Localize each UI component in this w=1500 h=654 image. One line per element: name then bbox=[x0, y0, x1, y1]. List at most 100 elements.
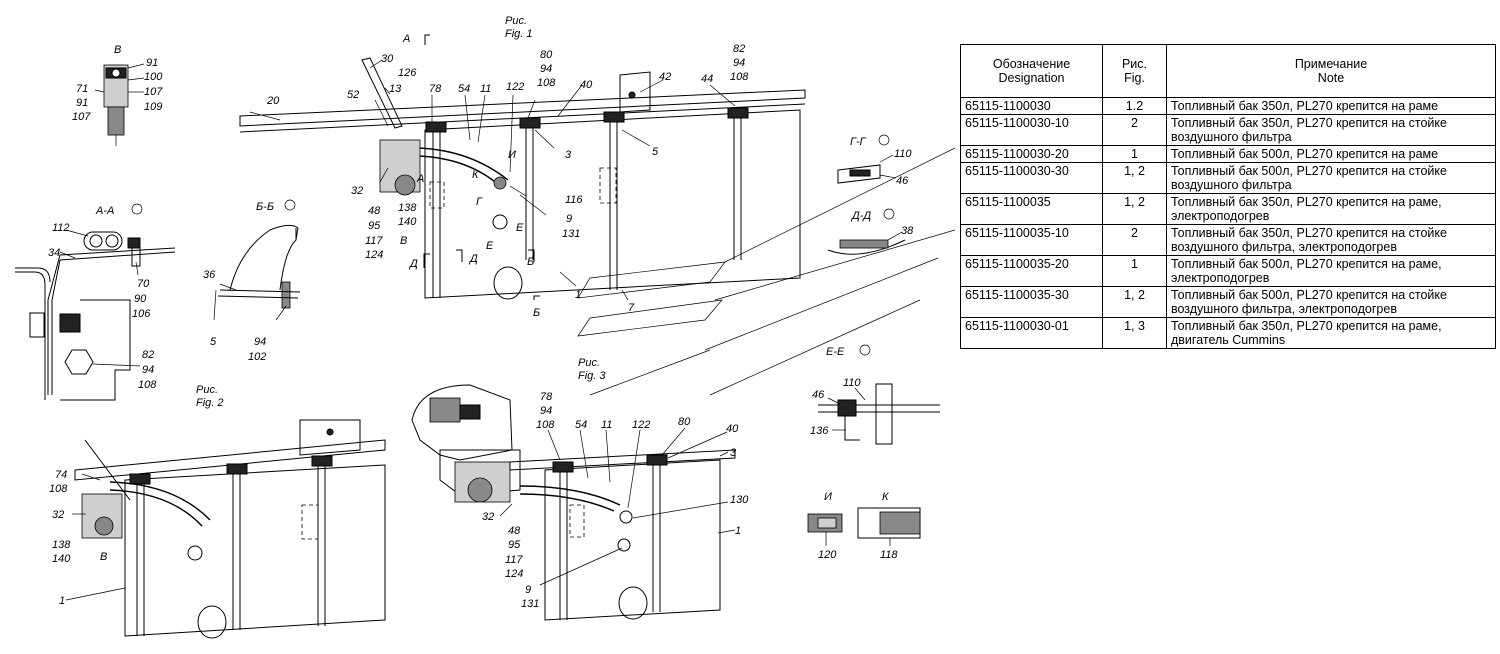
callout: 74 bbox=[55, 469, 67, 481]
fig2-label-ru: Рис. bbox=[196, 384, 218, 396]
callout: Г bbox=[476, 196, 483, 208]
table-row: 65115-1100035-20 1 Топливный бак 500л, P… bbox=[960, 255, 1496, 287]
frame-rail bbox=[239, 89, 806, 127]
cell-note: Топливный бак 350л, PL270 крепится на ра… bbox=[1166, 193, 1496, 225]
cell-fig: 1.2 bbox=[1102, 97, 1167, 115]
view-b: В 91 100 107 109 71 91 107 bbox=[72, 44, 163, 146]
callout: 78 bbox=[429, 83, 442, 95]
callout: 106 bbox=[132, 308, 151, 320]
cell-note: Топливный бак 350л, PL270 крепится на ст… bbox=[1166, 114, 1496, 146]
table-row: 65115-1100035-10 2 Топливный бак 350л, P… bbox=[960, 224, 1496, 256]
fig3-label-ru: Рис. bbox=[578, 357, 600, 369]
engine bbox=[411, 384, 513, 461]
callout: 124 bbox=[365, 249, 383, 261]
callout: 36 bbox=[203, 269, 216, 281]
fig2-label-en: Fig. 2 bbox=[196, 397, 224, 409]
view-g-g: Г-Г 110 46 bbox=[837, 134, 912, 187]
callout: Д bbox=[408, 258, 418, 270]
callout: 13 bbox=[389, 83, 402, 95]
callout: 54 bbox=[575, 419, 587, 431]
callout: 95 bbox=[508, 539, 521, 551]
callout: 140 bbox=[52, 553, 71, 565]
view-bb-label: Б-Б bbox=[256, 201, 274, 213]
table-row: 65115-1100030-01 1, 3 Топливный бак 350л… bbox=[960, 317, 1496, 349]
callout: 138 bbox=[52, 539, 71, 551]
view-gg-label: Г-Г bbox=[850, 136, 867, 148]
technical-drawing: В 91 100 107 109 71 91 107 А-А bbox=[15, 15, 955, 639]
figure-1: Рис. Fig. 1 bbox=[239, 15, 806, 337]
callout: 91 bbox=[146, 57, 158, 69]
callout: 94 bbox=[254, 336, 266, 348]
callout: 138 bbox=[398, 202, 417, 214]
cell-designation: 65115-1100030 bbox=[960, 97, 1103, 115]
cell-fig: 1 bbox=[1102, 145, 1167, 163]
callout: И bbox=[508, 149, 516, 161]
callout: 102 bbox=[248, 351, 266, 363]
callout: 116 bbox=[565, 194, 583, 206]
callout: 110 bbox=[894, 148, 912, 160]
table-row: 65115-1100030-20 1 Топливный бак 500л, P… bbox=[960, 145, 1496, 163]
callout: 7 bbox=[628, 302, 635, 314]
cell-designation: 65115-1100035-30 bbox=[960, 286, 1103, 318]
fig3-label-en: Fig. 3 bbox=[578, 370, 606, 382]
view-dd-label: Д-Д bbox=[850, 210, 871, 222]
fuel-tank-3 bbox=[544, 459, 721, 621]
fuel-tank bbox=[424, 109, 801, 299]
callout: 5 bbox=[210, 336, 217, 348]
view-aa-label: А-А bbox=[95, 205, 114, 217]
view-a-a: А-А 112 34 70 90 106 82 94 108 bbox=[15, 203, 176, 401]
callout: В bbox=[100, 551, 107, 563]
callout: 94 bbox=[733, 57, 745, 69]
view-i: И 120 bbox=[807, 491, 843, 561]
fuel-tank-2 bbox=[124, 464, 386, 637]
table-row: 65115-1100035 1, 2 Топливный бак 350л, P… bbox=[960, 193, 1496, 225]
callout: 94 bbox=[540, 405, 552, 417]
cell-fig: 1, 2 bbox=[1102, 286, 1167, 318]
callout: 3 bbox=[565, 149, 572, 161]
table-header-row: Обозначение Designation Рис. Fig. Примеч… bbox=[960, 44, 1496, 98]
callout: 20 bbox=[266, 95, 280, 107]
callout: 71 bbox=[76, 83, 88, 95]
callout: 32 bbox=[52, 509, 64, 521]
callout: 136 bbox=[810, 425, 829, 437]
callout: 11 bbox=[601, 419, 612, 431]
callout: 11 bbox=[480, 83, 491, 95]
callout: 46 bbox=[812, 389, 825, 401]
filter-bowl bbox=[107, 106, 125, 136]
header-designation: Обозначение Designation bbox=[960, 44, 1103, 98]
callout: 90 bbox=[134, 293, 147, 305]
callout: 117 bbox=[365, 235, 383, 247]
cell-fig: 1, 3 bbox=[1102, 317, 1167, 349]
callout: 48 bbox=[508, 525, 521, 537]
callout: 95 bbox=[368, 220, 381, 232]
callout: 110 bbox=[843, 377, 861, 389]
frame-rail-2 bbox=[74, 439, 386, 481]
callout: 130 bbox=[730, 494, 749, 506]
callout: 94 bbox=[540, 63, 552, 75]
callout: Е bbox=[516, 222, 524, 234]
callout: 1 bbox=[735, 525, 741, 537]
cell-designation: 65115-1100030-01 bbox=[960, 317, 1103, 349]
callout: 108 bbox=[730, 71, 749, 83]
callout: 107 bbox=[72, 111, 91, 123]
cell-fig: 1, 2 bbox=[1102, 162, 1167, 194]
callout: 70 bbox=[137, 278, 150, 290]
cell-note: Топливный бак 350л, PL270 крепится на ра… bbox=[1166, 317, 1496, 349]
callout: 91 bbox=[76, 97, 88, 109]
specification-table: Обозначение Designation Рис. Fig. Примеч… bbox=[960, 44, 1496, 349]
callout: 52 bbox=[347, 89, 359, 101]
cell-designation: 65115-1100030-30 bbox=[960, 162, 1103, 194]
callout: 9 bbox=[566, 213, 572, 225]
callout: Е bbox=[486, 240, 494, 252]
callout: 78 bbox=[540, 391, 553, 403]
view-k: К 118 bbox=[857, 491, 921, 561]
callout: 94 bbox=[142, 364, 154, 376]
callout: 124 bbox=[505, 568, 523, 580]
callout: 40 bbox=[726, 423, 739, 435]
callout: 100 bbox=[144, 71, 163, 83]
cell-fig: 2 bbox=[1102, 114, 1167, 146]
callout: 48 bbox=[368, 205, 381, 217]
callout: 34 bbox=[48, 247, 60, 259]
callout: 1 bbox=[59, 595, 65, 607]
cell-designation: 65115-1100035-20 bbox=[960, 255, 1103, 287]
